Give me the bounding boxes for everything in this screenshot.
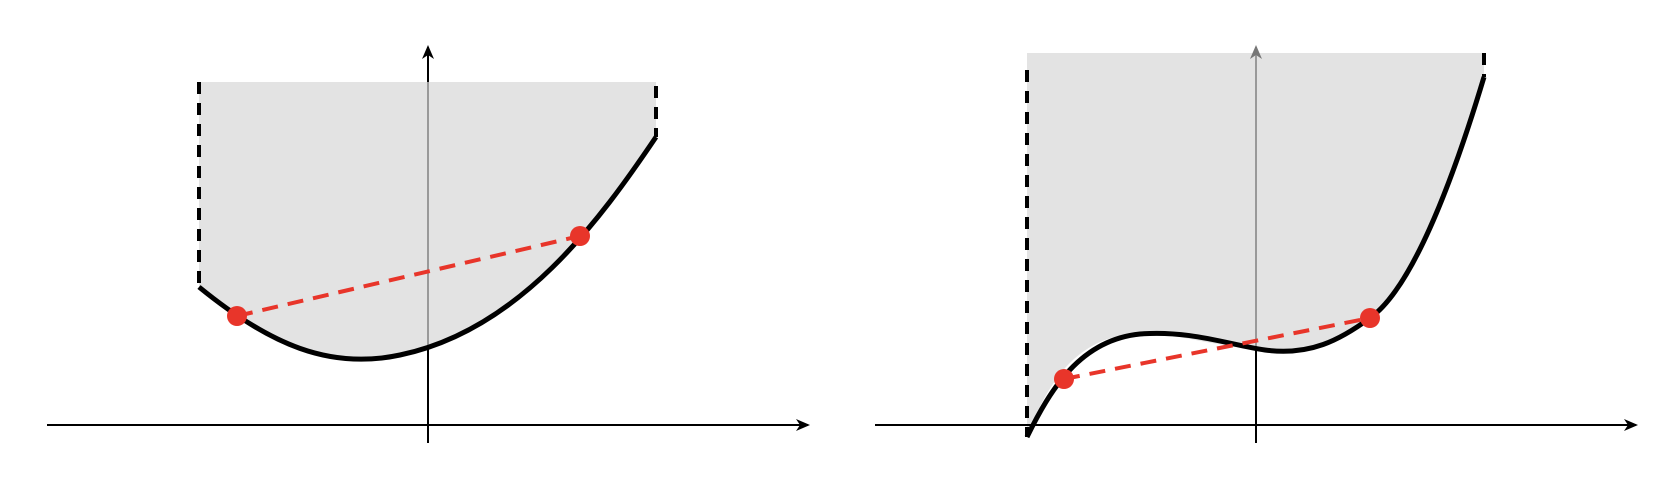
nonconvex-chord-point-left <box>1054 369 1074 389</box>
nonconvex-chord <box>1063 316 1371 381</box>
convex-chord <box>236 234 581 318</box>
convex-function-curve <box>197 135 659 362</box>
nonconvex-function-panel <box>875 45 1638 443</box>
convex-chord-point-left <box>227 306 247 326</box>
convex-chord-point-right <box>570 226 590 246</box>
convex-function-panel <box>47 45 810 443</box>
nonconvex-function-curve <box>1024 76 1487 439</box>
nonconvex-chord-point-right <box>1360 308 1380 328</box>
